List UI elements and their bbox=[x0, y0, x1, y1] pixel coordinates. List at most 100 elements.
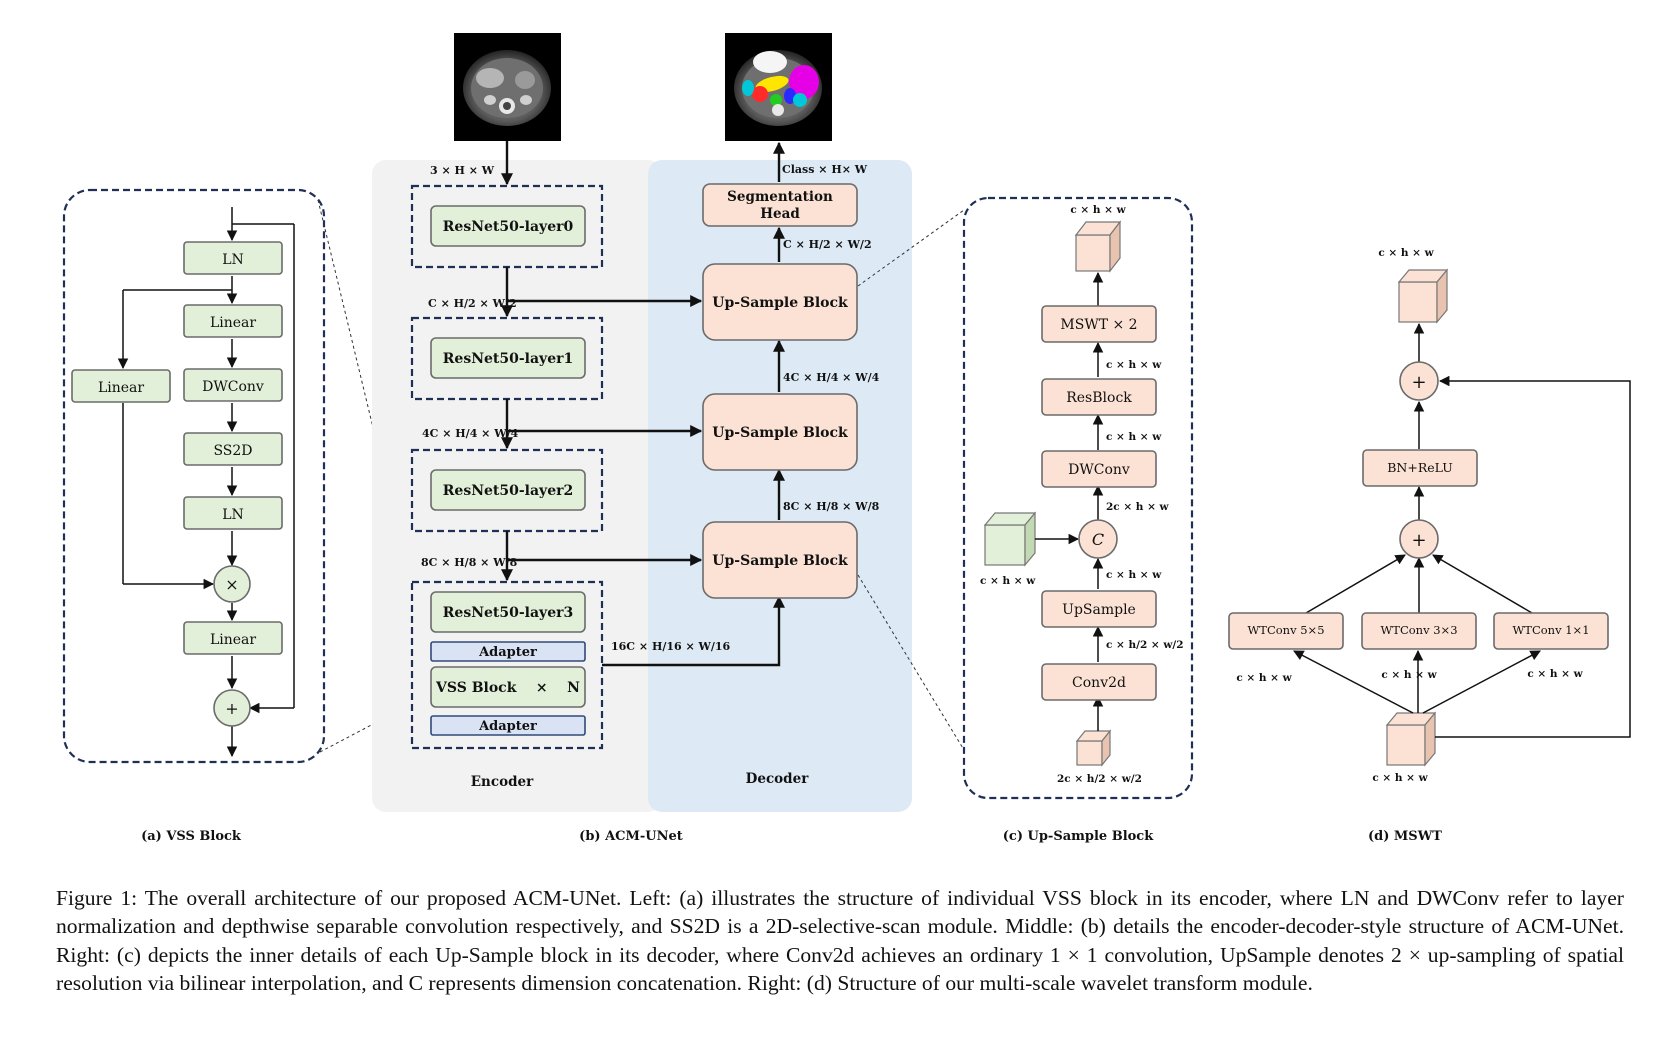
upsample-block-2-label: Up-Sample Block bbox=[712, 425, 848, 441]
upsample-dim-after-res: c × h × w bbox=[1106, 359, 1162, 371]
vss-multiply-label: × bbox=[225, 575, 238, 594]
segmentation-head-label-line2: Head bbox=[760, 206, 800, 222]
dim-bottleneck: 16C × H/16 × W/16 bbox=[611, 640, 731, 653]
dim-dec-8c: 8C × H/8 × W/8 bbox=[783, 500, 880, 513]
vss-linear-out-label: Linear bbox=[210, 632, 256, 648]
dim-dec-c: C × H/2 × W/2 bbox=[783, 238, 872, 251]
mswt-dim-mid: c × h × w bbox=[1381, 669, 1437, 681]
upsample-dim-after-up: c × h × w bbox=[1106, 569, 1162, 581]
resnet-layer1-block bbox=[430, 337, 586, 379]
resnet-layer3-block bbox=[430, 591, 586, 633]
vss-ln-bottom-label: LN bbox=[222, 507, 244, 523]
mswt-input-cube bbox=[1385, 711, 1437, 767]
zoom-line-upsample-bottom bbox=[857, 574, 965, 751]
wtconv-3x3-node bbox=[1361, 612, 1477, 650]
acm-unet-panel: ResNet50-layer0 ResNet50-layer1 ResNet50… bbox=[372, 33, 912, 844]
wtconv-1x1-label: WTConv 1×1 bbox=[1512, 623, 1589, 637]
upsample-op-node bbox=[1041, 590, 1157, 628]
vss-add-label: + bbox=[225, 699, 238, 718]
vss-ss2d-label: SS2D bbox=[213, 443, 252, 459]
mswt-panel: + BN+ReLU + WTConv 5×5 WTConv 3×3 WTConv… bbox=[1228, 247, 1631, 844]
vss-panel-caption: (a) VSS Block bbox=[141, 829, 242, 844]
upsample-dim-skip: c × h × w bbox=[980, 575, 1036, 587]
mswt-dim-bottom: c × h × w bbox=[1372, 772, 1428, 784]
vss-block-panel: LN Linear Linear DWConv SS2D LN × Linear… bbox=[62, 188, 326, 844]
upsample-op-label: UpSample bbox=[1062, 602, 1136, 618]
resnet-layer2-label: ResNet50-layer2 bbox=[443, 483, 573, 499]
upsample-dim-after-dw: c × h × w bbox=[1106, 431, 1162, 443]
vss-multiply-node bbox=[213, 565, 251, 603]
mswt-add-top-label: + bbox=[1411, 372, 1426, 393]
upsample-block-3 bbox=[702, 521, 858, 599]
upsample-dim-input: 2c × h/2 × w/2 bbox=[1057, 773, 1142, 785]
upsample-block-1-label: Up-Sample Block bbox=[712, 295, 848, 311]
upsample-block-panel: MSWT × 2 ResBlock DWConv C UpSample Conv… bbox=[962, 196, 1194, 844]
vss-block-n-label: VSS Block × N bbox=[435, 680, 580, 696]
conv2d-node bbox=[1041, 663, 1157, 701]
mswt-output-cube bbox=[1397, 268, 1449, 324]
upsample-dim-after-concat: 2c × h × w bbox=[1106, 501, 1170, 513]
resnet-layer3-label: ResNet50-layer3 bbox=[443, 605, 573, 621]
vss-linear-node bbox=[183, 304, 283, 338]
vss-linear-side-node bbox=[71, 369, 171, 403]
vss-block-n-block bbox=[430, 666, 586, 708]
dim-enc-2: 4C × H/4 × W/4 bbox=[422, 427, 519, 440]
acm-panel-caption: (b) ACM-UNet bbox=[579, 829, 683, 844]
encoder-label: Encoder bbox=[471, 774, 534, 790]
bn-relu-label: BN+ReLU bbox=[1387, 460, 1453, 475]
mswt-add-top-node bbox=[1399, 361, 1439, 401]
vss-linear-out-node bbox=[183, 621, 283, 655]
zoom-line-upsample-top bbox=[857, 209, 965, 287]
vss-add-node bbox=[213, 689, 251, 727]
mswt-add-mid-label: + bbox=[1411, 530, 1426, 551]
upsample-dim-after-conv: c × h/2 × w/2 bbox=[1106, 639, 1184, 651]
dim-dec-4c: 4C × H/4 × W/4 bbox=[783, 371, 880, 384]
dim-output: Class × H× W bbox=[782, 163, 868, 176]
upsample-input-cube bbox=[1075, 729, 1112, 767]
encoder-layer3-group bbox=[410, 580, 604, 750]
vss-ln-top-node bbox=[183, 241, 283, 275]
architecture-figure: LN Linear Linear DWConv SS2D LN × Linear… bbox=[62, 33, 1631, 844]
adapter-bottom-block bbox=[430, 715, 586, 736]
wtconv-5x5-node bbox=[1228, 612, 1344, 650]
upsample-panel-caption: (c) Up-Sample Block bbox=[1003, 829, 1154, 844]
resnet-layer0-block bbox=[430, 205, 586, 247]
resblock-label: ResBlock bbox=[1066, 390, 1132, 406]
upsample-dwconv-node bbox=[1041, 450, 1157, 488]
adapter-top-block bbox=[430, 641, 586, 662]
mswt-panel-caption: (d) MSWT bbox=[1368, 829, 1442, 844]
upsample-dwconv-label: DWConv bbox=[1068, 462, 1130, 478]
decoder-label: Decoder bbox=[746, 771, 810, 787]
dim-enc-3: 8C × H/8 × W/8 bbox=[421, 556, 518, 569]
mswt-dim-top: c × h × w bbox=[1378, 247, 1434, 259]
resblock-node bbox=[1041, 378, 1157, 416]
vss-ln-bottom-node bbox=[183, 496, 283, 530]
segmentation-head-block bbox=[702, 183, 858, 227]
conv2d-label: Conv2d bbox=[1072, 675, 1126, 691]
resnet-layer1-label: ResNet50-layer1 bbox=[443, 351, 573, 367]
upsample-dim-top: c × h × w bbox=[1070, 204, 1126, 216]
vss-linear-side-label: Linear bbox=[98, 380, 144, 396]
dim-enc-1: C × H/2 × W/2 bbox=[428, 297, 517, 310]
input-ct-image bbox=[454, 33, 561, 141]
resnet-layer2-block bbox=[430, 469, 586, 511]
wtconv-3x3-label: WTConv 3×3 bbox=[1380, 623, 1457, 637]
mswt-dim-left: c × h × w bbox=[1236, 672, 1292, 684]
mswt-dim-right: c × h × w bbox=[1527, 668, 1583, 680]
resnet-layer0-label: ResNet50-layer0 bbox=[443, 219, 574, 235]
figure-caption: Figure 1: The overall architecture of ou… bbox=[56, 886, 1624, 995]
upsample-block-1 bbox=[702, 263, 858, 341]
vss-dwconv-node bbox=[183, 368, 283, 402]
segmentation-head-label-line1: Segmentation bbox=[727, 189, 833, 205]
mswt-x2-node bbox=[1041, 305, 1157, 343]
upsample-block-3-label: Up-Sample Block bbox=[712, 553, 848, 569]
vss-dwconv-label: DWConv bbox=[202, 379, 264, 395]
vss-ss2d-node bbox=[183, 432, 283, 466]
vss-linear-label: Linear bbox=[210, 315, 256, 331]
bn-relu-node bbox=[1362, 449, 1478, 487]
vss-ln-top-label: LN bbox=[222, 252, 244, 268]
upsample-skip-cube bbox=[983, 511, 1037, 567]
output-segmentation-image bbox=[725, 33, 832, 141]
upsample-block-2 bbox=[702, 393, 858, 471]
dim-input: 3 × H × W bbox=[430, 164, 495, 177]
